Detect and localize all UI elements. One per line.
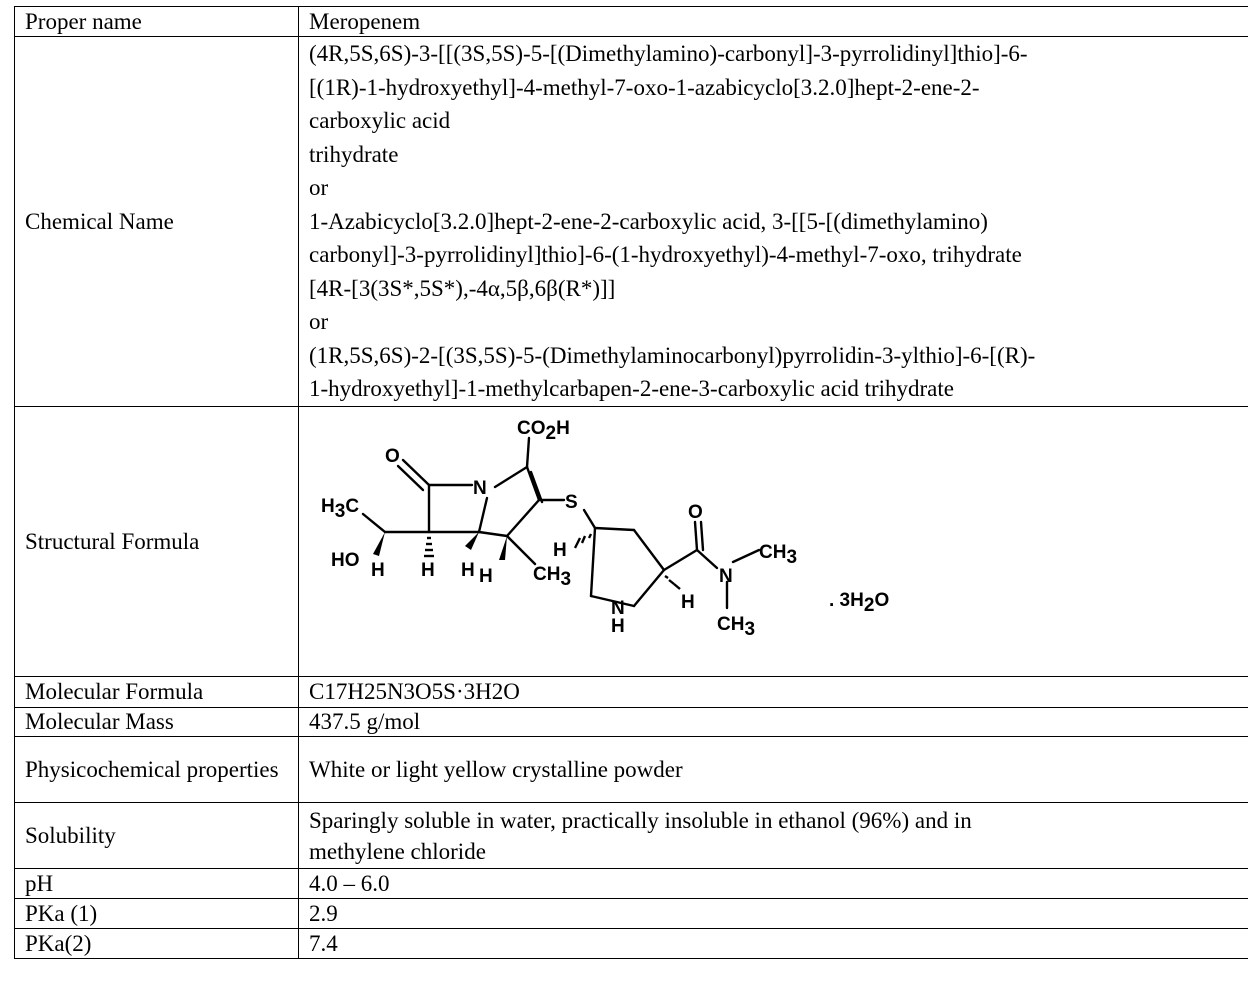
row-label: Proper name [14, 6, 299, 37]
row-label: Solubility [14, 802, 299, 869]
table-row: Physicochemical properties White or ligh… [14, 736, 1248, 803]
atom-h: H [371, 560, 385, 581]
table-row: Molecular Formula C17H25N3O5S·3H2O [14, 676, 1248, 708]
table-row: Molecular Mass 437.5 g/mol [14, 707, 1248, 737]
row-value: C17H25N3O5S·3H2O [298, 676, 1248, 708]
atom-ho: HO [331, 550, 360, 571]
table-row: pH 4.0 – 6.0 [14, 868, 1248, 899]
atom-h: H [681, 592, 695, 613]
row-label: pH [14, 868, 299, 899]
atom-h: H [421, 560, 435, 581]
chemical-name-line: trihydrate [309, 141, 399, 167]
row-label: Physicochemical properties [14, 736, 299, 803]
chemical-name-line: 1-hydroxyethyl]-1-methylcarbapen-2-ene-3… [309, 376, 954, 402]
atom-n-ring: N [473, 478, 487, 499]
chemical-name-line: or [309, 309, 329, 335]
table-row: Solubility Sparingly soluble in water, p… [14, 802, 1248, 869]
row-label: Molecular Formula [14, 676, 299, 708]
row-value: White or light yellow crystalline powder [298, 736, 1248, 803]
meropenem-structure-diagram: O N CO2H S H3C HO H H H H CH3 H O N CH3 … [321, 418, 889, 640]
atom-o-amide: O [688, 502, 703, 523]
row-label: Structural Formula [14, 406, 299, 677]
chemical-name-line: (4R,5S,6S)-3-[[(3S,5S)-5-[(Dimethylamino… [309, 41, 1028, 67]
row-value: 7.4 [298, 928, 1248, 959]
chemical-name-line: [4R-[3(3S*,5S*),-4α,5β,6β(R*)]] [309, 275, 616, 301]
atom-o-carbonyl: O [385, 446, 400, 467]
row-value: 4.0 – 6.0 [298, 868, 1248, 899]
solubility-line: methylene chloride [309, 838, 486, 864]
atom-co2h: CO2H [517, 418, 570, 444]
table-row: PKa (1) 2.9 [14, 898, 1248, 929]
row-label: Molecular Mass [14, 707, 299, 737]
row-label: PKa(2) [14, 928, 299, 959]
atom-n-pyrrolidine: N [611, 598, 625, 619]
row-value: Meropenem [298, 6, 1248, 37]
chemical-name-line: carbonyl]-3-pyrrolidinyl]thio]-6-(1-hydr… [309, 242, 1022, 268]
water-of-hydration: . 3H2O [829, 590, 889, 616]
chemical-name-line: or [309, 175, 329, 201]
row-value: (4R,5S,6S)-3-[[(3S,5S)-5-[(Dimethylamino… [298, 36, 1248, 407]
chemical-name-line: (1R,5S,6S)-2-[(3S,5S)-5-(Dimethylaminoca… [309, 342, 1036, 368]
table-row: PKa(2) 7.4 [14, 928, 1248, 959]
properties-table: Proper name Meropenem Chemical Name (4R,… [14, 6, 1248, 959]
table-row: Proper name Meropenem [14, 6, 1248, 37]
row-value: Sparingly soluble in water, practically … [298, 802, 1248, 869]
row-label: Chemical Name [14, 36, 299, 407]
chemical-name-line: carboxylic acid [309, 108, 451, 134]
structural-formula-cell: O N CO2H S H3C HO H H H H CH3 H O N CH3 … [298, 406, 1248, 677]
atom-h-pyrrolidine: H [611, 616, 625, 637]
solubility-line: Sparingly soluble in water, practically … [309, 807, 972, 833]
table-row: Chemical Name (4R,5S,6S)-3-[[(3S,5S)-5-[… [14, 36, 1248, 407]
atom-s: S [565, 492, 578, 513]
row-value: 437.5 g/mol [298, 707, 1248, 737]
table-row: Structural Formula [14, 406, 1248, 677]
atom-ch3: CH3 [533, 564, 571, 590]
row-value: 2.9 [298, 898, 1248, 929]
row-label: PKa (1) [14, 898, 299, 929]
atom-h: H [479, 566, 493, 587]
atom-n-amide: N [719, 566, 733, 587]
atom-ch3-amide-2: CH3 [717, 614, 755, 640]
atom-h: H [461, 560, 475, 581]
chemical-name-line: [(1R)-1-hydroxyethyl]-4-methyl-7-oxo-1-a… [309, 74, 980, 100]
atom-h3c: H3C [321, 496, 359, 522]
structural-formula: O N CO2H S H3C HO H H H H CH3 H O N CH3 … [300, 410, 1248, 674]
chemical-name-line: 1-Azabicyclo[3.2.0]hept-2-ene-2-carboxyl… [309, 208, 988, 234]
atom-h: H [553, 540, 567, 561]
atom-ch3-amide-1: CH3 [759, 542, 797, 568]
